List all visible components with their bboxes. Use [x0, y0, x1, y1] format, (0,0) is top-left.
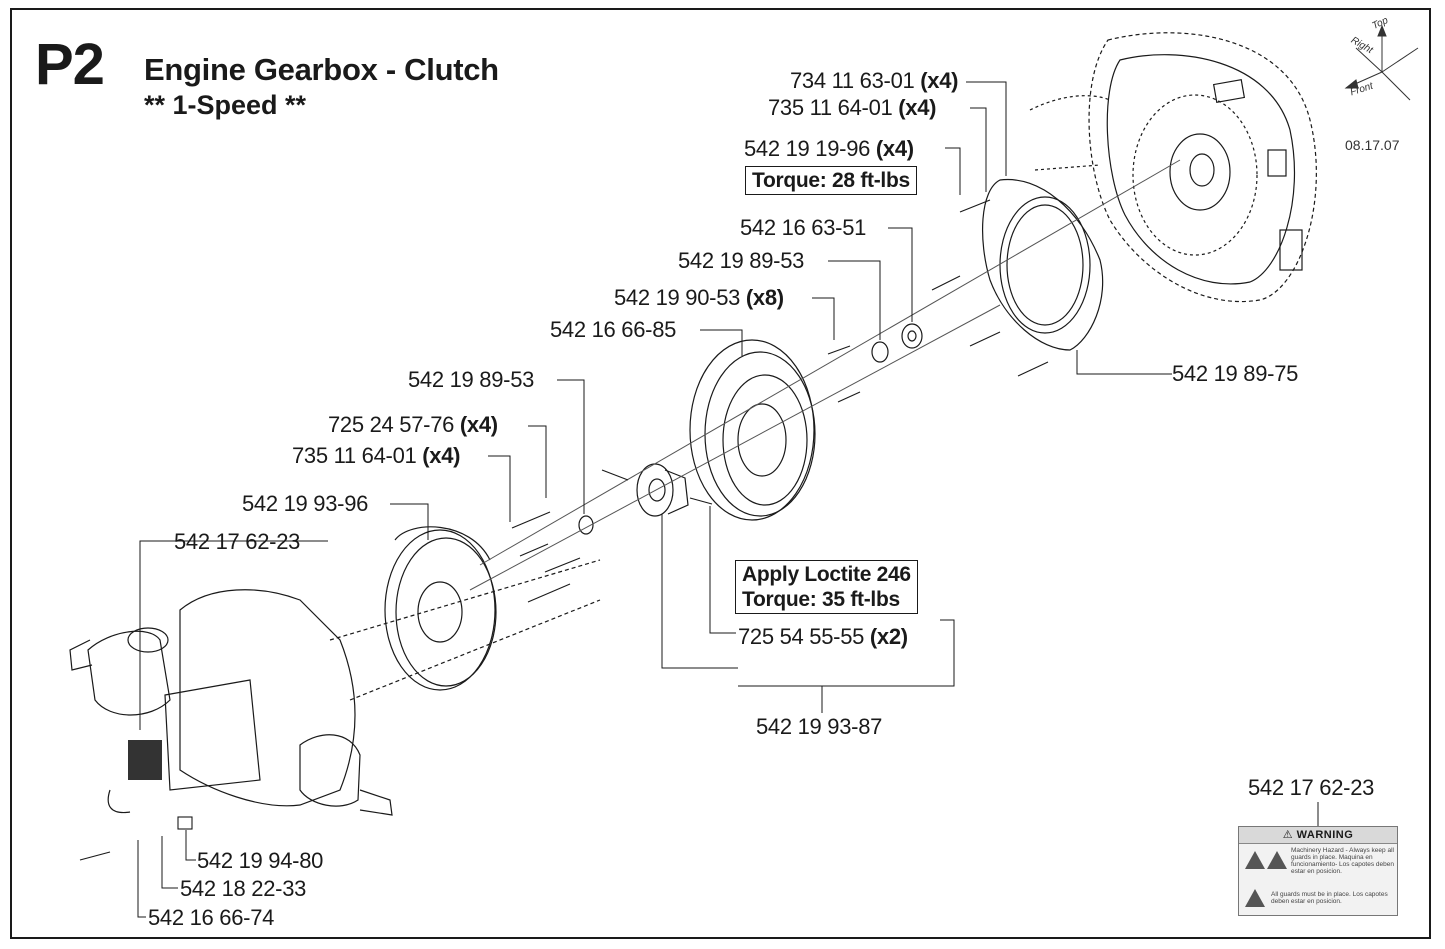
part-number: 542 18 22-33 [180, 876, 307, 901]
ring-washer-drawing [578, 515, 594, 535]
flywheel-drawing [689, 339, 816, 521]
part-callout: 734 11 63-01 (x4) [790, 70, 958, 92]
part-number: 734 11 63-01 [790, 68, 915, 93]
part-quantity: (x4) [422, 443, 461, 468]
loctite-note-line1: Apply Loctite 246 [742, 563, 911, 586]
part-callout: 542 19 90-53 (x8) [614, 287, 784, 309]
loctite-note-line2: Torque: 35 ft-lbs [742, 588, 900, 612]
part-callout: 542 19 93-87 [756, 716, 882, 738]
bolts-drawing [79, 199, 1049, 861]
part-number: 725 24 57-76 [328, 412, 455, 437]
part-callout: 542 16 66-74 [148, 907, 274, 929]
orientation-axes-icon [1344, 24, 1419, 101]
leader-lines [137, 81, 1319, 918]
part-callout: 542 19 94-80 [197, 850, 323, 872]
bell-housing-drawing [1029, 32, 1317, 302]
part-number: 542 19 93-96 [242, 491, 369, 516]
part-callout: 542 19 93-96 [242, 493, 368, 515]
part-quantity: (x4) [920, 68, 959, 93]
revision-date: 08.17.07 [1345, 137, 1400, 153]
warning-text-1: Machinery Hazard - Always keep all guard… [1291, 847, 1394, 875]
part-number: 542 16 66-85 [550, 317, 677, 342]
warning-heading: ⚠ WARNING [1239, 827, 1397, 844]
part-callout: 542 16 66-85 [550, 319, 676, 341]
part-callout: 542 17 62-23 [174, 531, 300, 553]
diagram-border [10, 8, 1431, 939]
part-number: 542 17 62-23 [174, 529, 301, 554]
part-callout: 735 11 64-01 (x4) [292, 445, 460, 467]
loctite-note: Apply Loctite 246 Torque: 35 ft-lbs [735, 560, 918, 615]
part-callout: 725 54 55-55 (x2) [738, 626, 908, 648]
part-callout: 542 16 63-51 [740, 217, 866, 239]
hazard-icon [1267, 851, 1287, 869]
part-number: 542 19 93-87 [756, 714, 883, 739]
part-number: 542 16 63-51 [740, 215, 867, 240]
part-callout: 725 24 57-76 (x4) [328, 414, 498, 436]
part-callout: 542 19 89-53 [678, 250, 804, 272]
part-number: 542 19 89-75 [1172, 361, 1299, 386]
warning-decal: ⚠ WARNING Machinery Hazard - Always keep… [1238, 826, 1398, 916]
part-callout: 542 18 22-33 [180, 878, 306, 900]
part-callout: 542 19 19-96 (x4) [744, 138, 914, 160]
part-number: 542 19 89-53 [408, 367, 535, 392]
part-callout: 542 19 89-53 [408, 369, 534, 391]
hazard-icon [1245, 889, 1265, 907]
part-callout: 542 17 62-23 [1248, 777, 1374, 799]
part-quantity: (x8) [745, 285, 784, 310]
part-number: 542 19 19-96 [744, 136, 871, 161]
driven-pulley-drawing [384, 526, 497, 691]
part-quantity: (x4) [459, 412, 498, 437]
gearbox-drawing [69, 559, 601, 816]
hub-drawing [636, 463, 689, 517]
part-quantity: (x2) [869, 624, 908, 649]
part-number: 735 11 64-01 [292, 443, 417, 468]
spacer-ring-drawing [871, 323, 923, 363]
torque-note-top: Torque: 28 ft-lbs [745, 166, 917, 196]
part-callout: 542 19 89-75 [1172, 363, 1298, 385]
part-number: 725 54 55-55 [738, 624, 865, 649]
hazard-icon [1245, 851, 1265, 869]
part-quantity: (x4) [898, 95, 937, 120]
part-number: 542 17 62-23 [1248, 775, 1375, 800]
part-number: 735 11 64-01 [768, 95, 893, 120]
page-title: Engine Gearbox - Clutch [144, 52, 499, 87]
part-quantity: (x4) [875, 136, 914, 161]
part-callout: 735 11 64-01 (x4) [768, 97, 936, 119]
part-number: 542 16 66-74 [148, 905, 275, 930]
part-number: 542 19 90-53 [614, 285, 741, 310]
page-code: P2 [35, 32, 105, 97]
part-number: 542 19 94-80 [197, 848, 324, 873]
page-subtitle: ** 1-Speed ** [144, 90, 307, 120]
part-number: 542 19 89-53 [678, 248, 805, 273]
warning-text-2: All guards must be in place. Los capotes… [1271, 891, 1388, 905]
adapter-plate-drawing [982, 178, 1104, 351]
